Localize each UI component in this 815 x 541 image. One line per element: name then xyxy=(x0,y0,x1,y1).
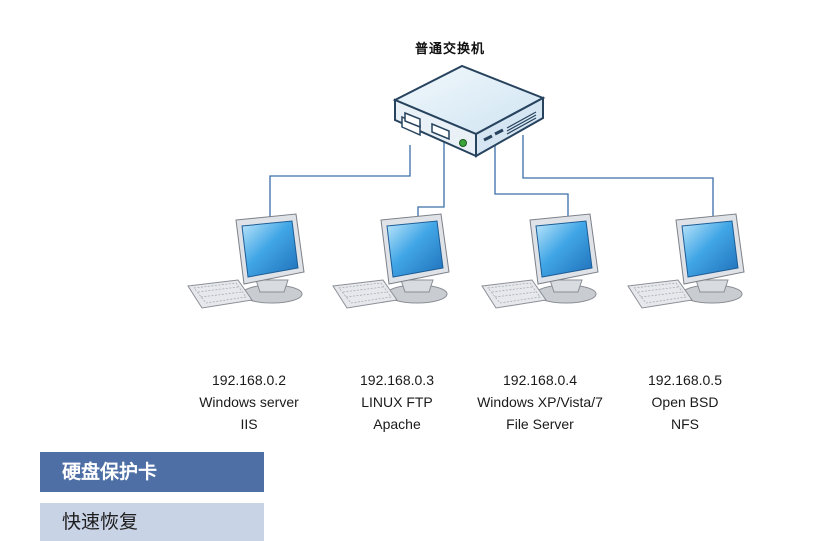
node-ip: 192.168.0.4 xyxy=(503,372,577,388)
node-service: Apache xyxy=(373,416,421,432)
switch-label: 普通交换机 xyxy=(414,42,485,57)
node-name: Open BSD xyxy=(651,394,719,410)
connector-lines xyxy=(269,135,714,222)
desktop-computer-icon xyxy=(332,213,450,309)
link-to-pc1 xyxy=(269,145,411,222)
link-to-pc3 xyxy=(494,145,569,222)
primary-title-bar: 硬盘保护卡 xyxy=(40,452,264,492)
node-name: LINUX FTP xyxy=(361,394,433,410)
node-ip: 192.168.0.3 xyxy=(360,372,434,388)
node-service: File Server xyxy=(506,416,574,432)
link-to-pc4 xyxy=(522,135,714,222)
link-to-pc2 xyxy=(417,140,445,222)
node-label: 192.168.0.2 Windows server IIS xyxy=(164,369,334,435)
node-label: 192.168.0.3 LINUX FTP Apache xyxy=(312,369,482,435)
node-ip: 192.168.0.5 xyxy=(648,372,722,388)
node-label: 192.168.0.5 Open BSD NFS xyxy=(600,369,770,435)
desktop-computer-icon xyxy=(627,213,745,309)
desktop-computer-icon xyxy=(481,213,599,309)
node-name: Windows server xyxy=(199,394,299,410)
node-ip: 192.168.0.2 xyxy=(212,372,286,388)
network-switch-icon xyxy=(392,64,546,158)
node-service: NFS xyxy=(671,416,699,432)
secondary-title-bar: 快速恢复 xyxy=(40,503,264,541)
node-name: Windows XP/Vista/7 xyxy=(477,394,603,410)
desktop-computer-icon xyxy=(187,213,305,309)
node-label: 192.168.0.4 Windows XP/Vista/7 File Serv… xyxy=(455,369,625,435)
node-service: IIS xyxy=(240,416,258,432)
